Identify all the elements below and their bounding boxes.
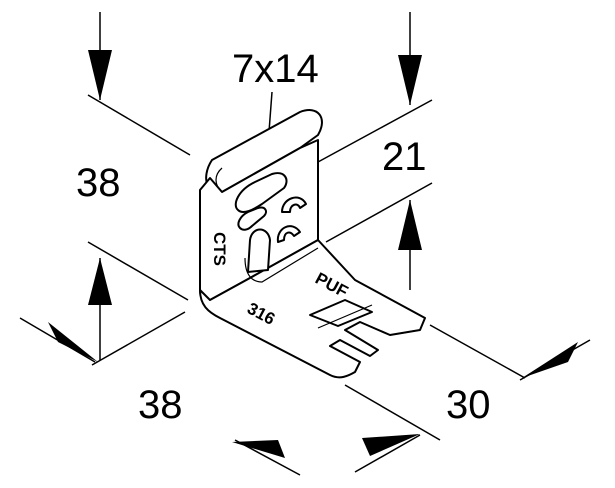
arrow-depth-left — [232, 440, 285, 458]
bracket-part — [199, 109, 426, 379]
material-marking: CTS — [210, 232, 229, 266]
depth-label: 30 — [446, 383, 491, 427]
dimension-labels: 7x14 38 38 30 21 — [76, 47, 491, 427]
arrow-down-left — [88, 50, 112, 100]
arrow-up-right — [398, 200, 422, 250]
arrow-down-right — [398, 55, 422, 105]
arrow-right-bottom — [522, 342, 578, 378]
arrow-bottom-left — [48, 322, 98, 362]
slot-dimension-label: 7x14 — [232, 47, 319, 91]
width-bottom-label: 38 — [138, 383, 183, 427]
arrow-up-left — [88, 258, 112, 305]
height-left-label: 38 — [76, 161, 121, 205]
arrow-depth-right — [362, 434, 420, 456]
dimension-arrows — [48, 50, 578, 458]
height-right-label: 21 — [382, 135, 427, 179]
